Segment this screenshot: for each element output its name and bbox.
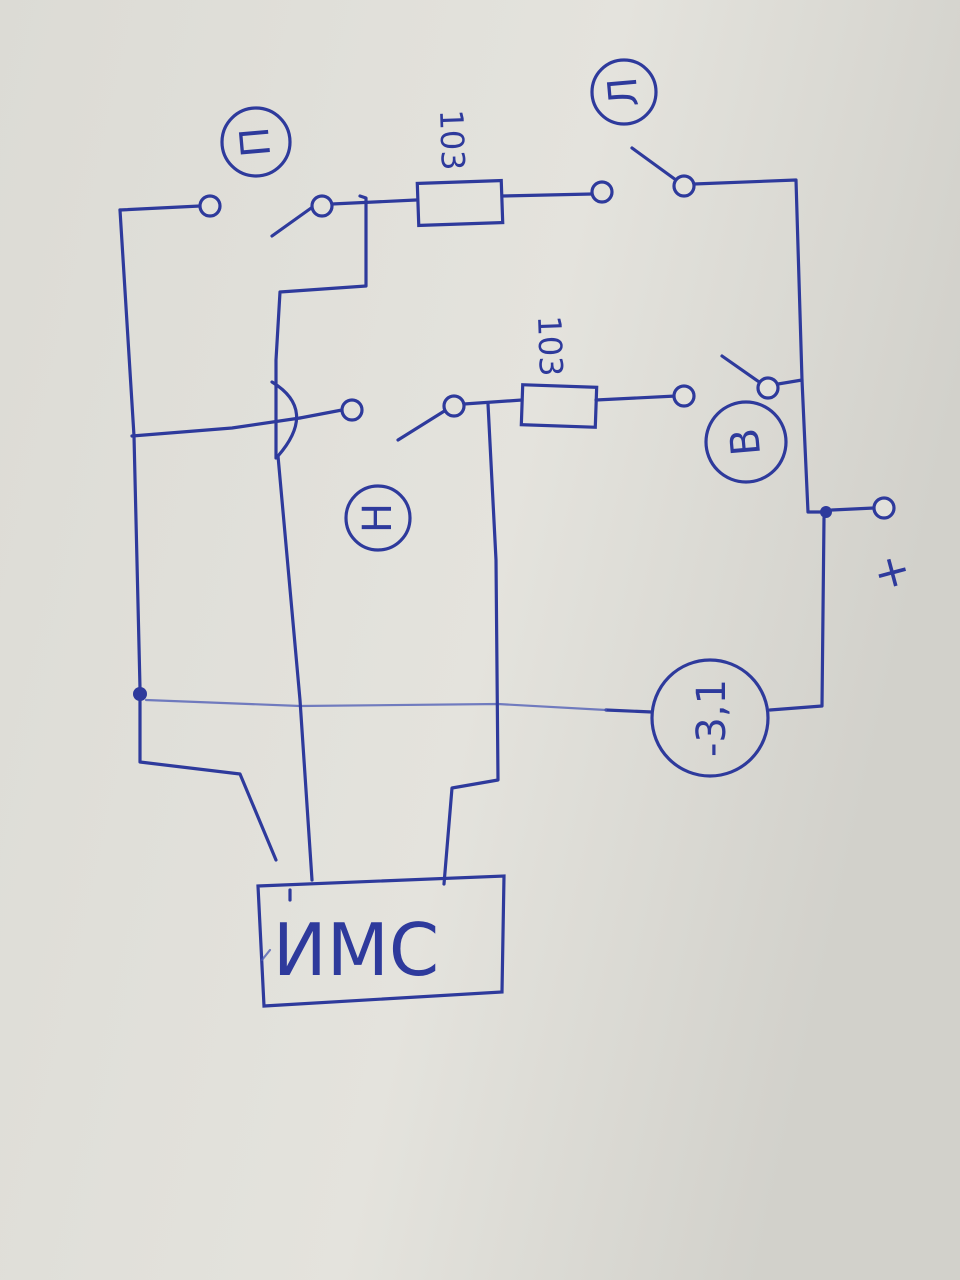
wire-p-down [274,194,368,460]
label-motor: -3,1 [689,679,735,757]
terminal-h-right [442,394,466,418]
label-l: Л [600,75,648,109]
label-circle-l [590,58,658,126]
wire-resistor-top-to-l [500,192,594,198]
switch-l-blade [630,146,678,182]
left-rail-node [133,687,147,701]
label-resistor-mid: 103 [530,315,570,377]
wire-l-to-right-rail [692,178,804,382]
wire-plus-to-motor [768,516,826,712]
resistor-mid [519,383,599,429]
wire-left-rail [118,208,278,862]
motor-circle [650,658,770,778]
wire-motor-left [604,708,654,714]
wire-resistor-mid-down [442,402,500,886]
terminal-l-right [672,174,696,198]
ic-box [256,874,506,1008]
switch-p-blade [270,204,316,238]
terminal-v-left [672,384,696,408]
switch-h-blade [396,408,448,442]
wire-left-rail-to-h [130,416,302,438]
label-circle-v [704,400,788,484]
wire-v-to-plus-node [776,378,828,514]
terminal-l-left [590,180,614,204]
wire-horizontal-bus [144,698,608,712]
wire-h-to-resistor-mid [462,398,524,406]
wire-p-to-resistor-top [330,198,418,206]
wire-resistor-mid-to-v [594,394,678,402]
terminal-p-left [198,194,222,218]
wire-center-down [276,454,314,882]
resistor-top [415,178,505,228]
terminal-p-right [310,194,334,218]
label-circle-p [220,106,292,178]
wire-plus-lead [830,506,876,512]
switch-v-blade [720,354,764,386]
wire-p-left-terminal [118,204,202,212]
label-ic: ИМС [273,908,439,992]
wire-to-h-left [298,408,344,420]
label-n: Н [355,503,401,533]
terminal-v-right [756,376,780,400]
label-v: В [722,426,770,457]
label-circle-n [344,484,412,552]
label-p: П [232,125,280,159]
terminal-plus [872,496,896,520]
ic-mark [260,948,272,962]
label-resistor-top: 103 [432,109,472,171]
wire-crossover-hop [270,380,299,458]
terminal-h-left [340,398,364,422]
plus-node [820,506,832,518]
